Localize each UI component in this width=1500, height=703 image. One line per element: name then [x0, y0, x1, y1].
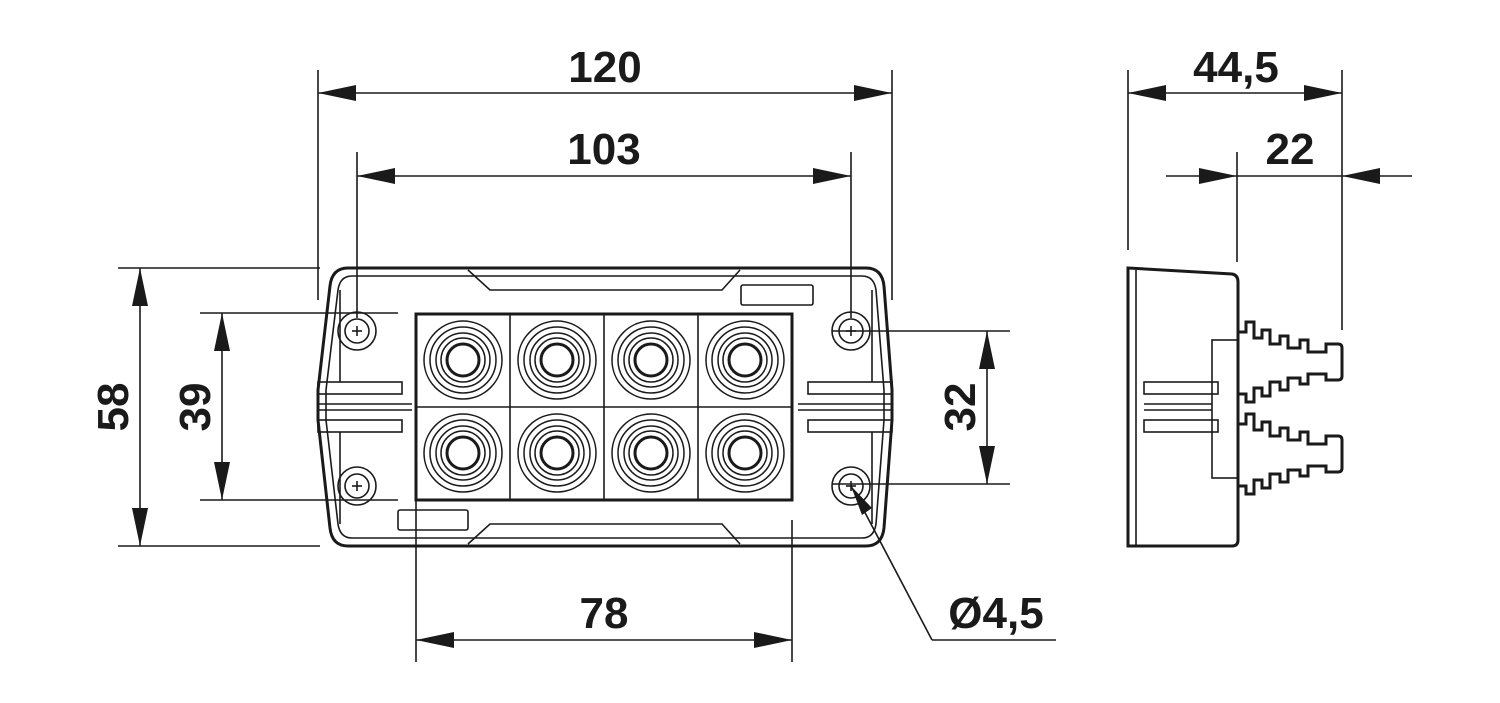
- mounting-hole-bottom-left: [337, 466, 377, 506]
- dim-overall-width: 120: [568, 43, 641, 92]
- top-strip: [467, 269, 741, 291]
- front-view: [316, 266, 894, 548]
- mounting-hole-bottom-right: [831, 466, 871, 506]
- cable-grommet-7: [611, 413, 691, 493]
- housing-outline: [316, 266, 894, 548]
- cable-grommet-3: [611, 320, 691, 400]
- cable-grommet-2: [517, 320, 597, 400]
- side-insert-flange: [1211, 339, 1239, 479]
- dim-insert-height: 32: [936, 383, 985, 432]
- cable-gland-bottom: [1238, 412, 1344, 496]
- housing-inner-outline: [325, 275, 885, 539]
- label-field-top: [740, 284, 814, 306]
- cable-gland-top: [1238, 320, 1344, 404]
- dim-hole-diameter: Ø4,5: [948, 589, 1043, 638]
- side-view: [1126, 266, 1344, 548]
- cable-grommet-6: [517, 413, 597, 493]
- side-slots-left: [317, 290, 412, 524]
- cable-grommet-1: [423, 320, 503, 400]
- dimension-lines: [118, 70, 1412, 662]
- dim-depth: 44,5: [1193, 43, 1279, 92]
- dim-cable-depth: 22: [1266, 125, 1315, 174]
- dim-insert-width: 78: [580, 589, 629, 638]
- bottom-strip: [467, 523, 741, 545]
- side-housing: [1126, 266, 1240, 548]
- cable-grommet-4: [705, 320, 785, 400]
- dim-hole-spacing-width: 103: [567, 125, 640, 174]
- label-field-bottom: [397, 509, 469, 531]
- cable-grommet-8: [705, 413, 785, 493]
- dim-overall-height: 58: [89, 383, 138, 432]
- side-slots-right: [798, 290, 893, 524]
- cable-grommets: [423, 320, 785, 493]
- cable-grommet-5: [423, 413, 503, 493]
- dim-hole-spacing-height: 39: [171, 383, 220, 432]
